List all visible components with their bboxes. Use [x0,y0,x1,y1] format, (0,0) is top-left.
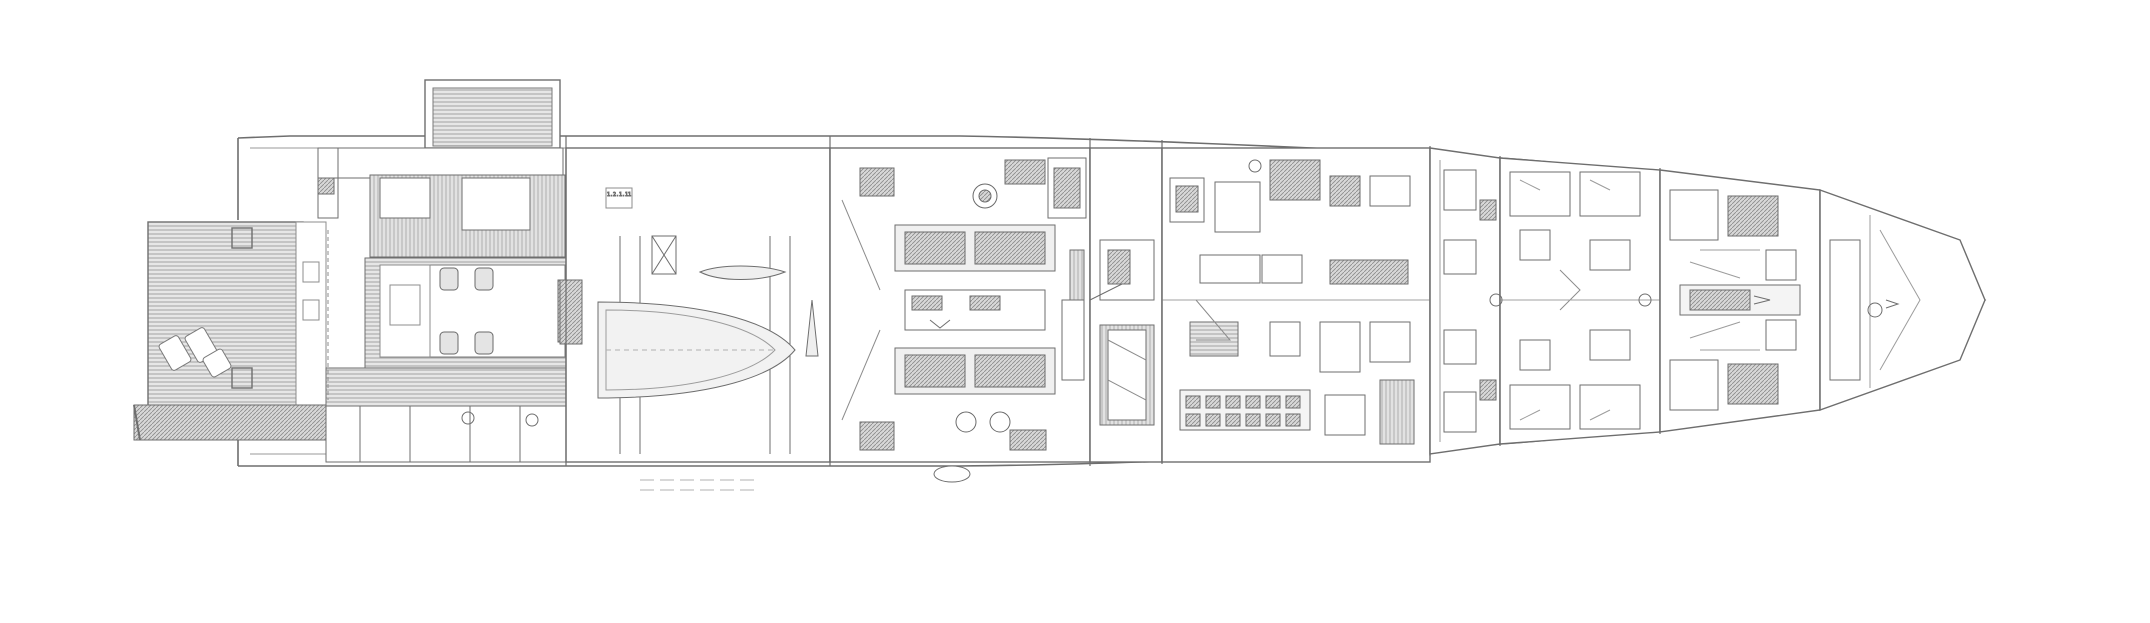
mess-table-icon [1179,389,1311,431]
jetski-icon [698,265,819,357]
engine-room [829,147,1091,483]
forward-cabins [1659,169,1821,433]
sun-lounger-icon [158,327,232,378]
crew-mess-galley [1161,147,1431,463]
bulkheads [565,136,1821,466]
spa-fixture-icon [439,267,494,355]
bow-thruster-icon [1867,302,1883,318]
crew-tech-space [1089,147,1163,463]
swim-platform [133,221,331,441]
tender-boat-icon [597,301,796,399]
garage-plaque-label: 1.2.1.11 [607,192,631,198]
deck-reference-lines [640,479,760,491]
generator-icon [955,183,1011,433]
main-engine-port-icon [904,231,1046,265]
beach-club [317,79,585,463]
forepeak [1819,189,1986,411]
main-engine-starboard-icon [904,354,1046,388]
crew-cabins [1429,147,1661,455]
tender-garage: 1.2.1.11 [559,147,831,463]
